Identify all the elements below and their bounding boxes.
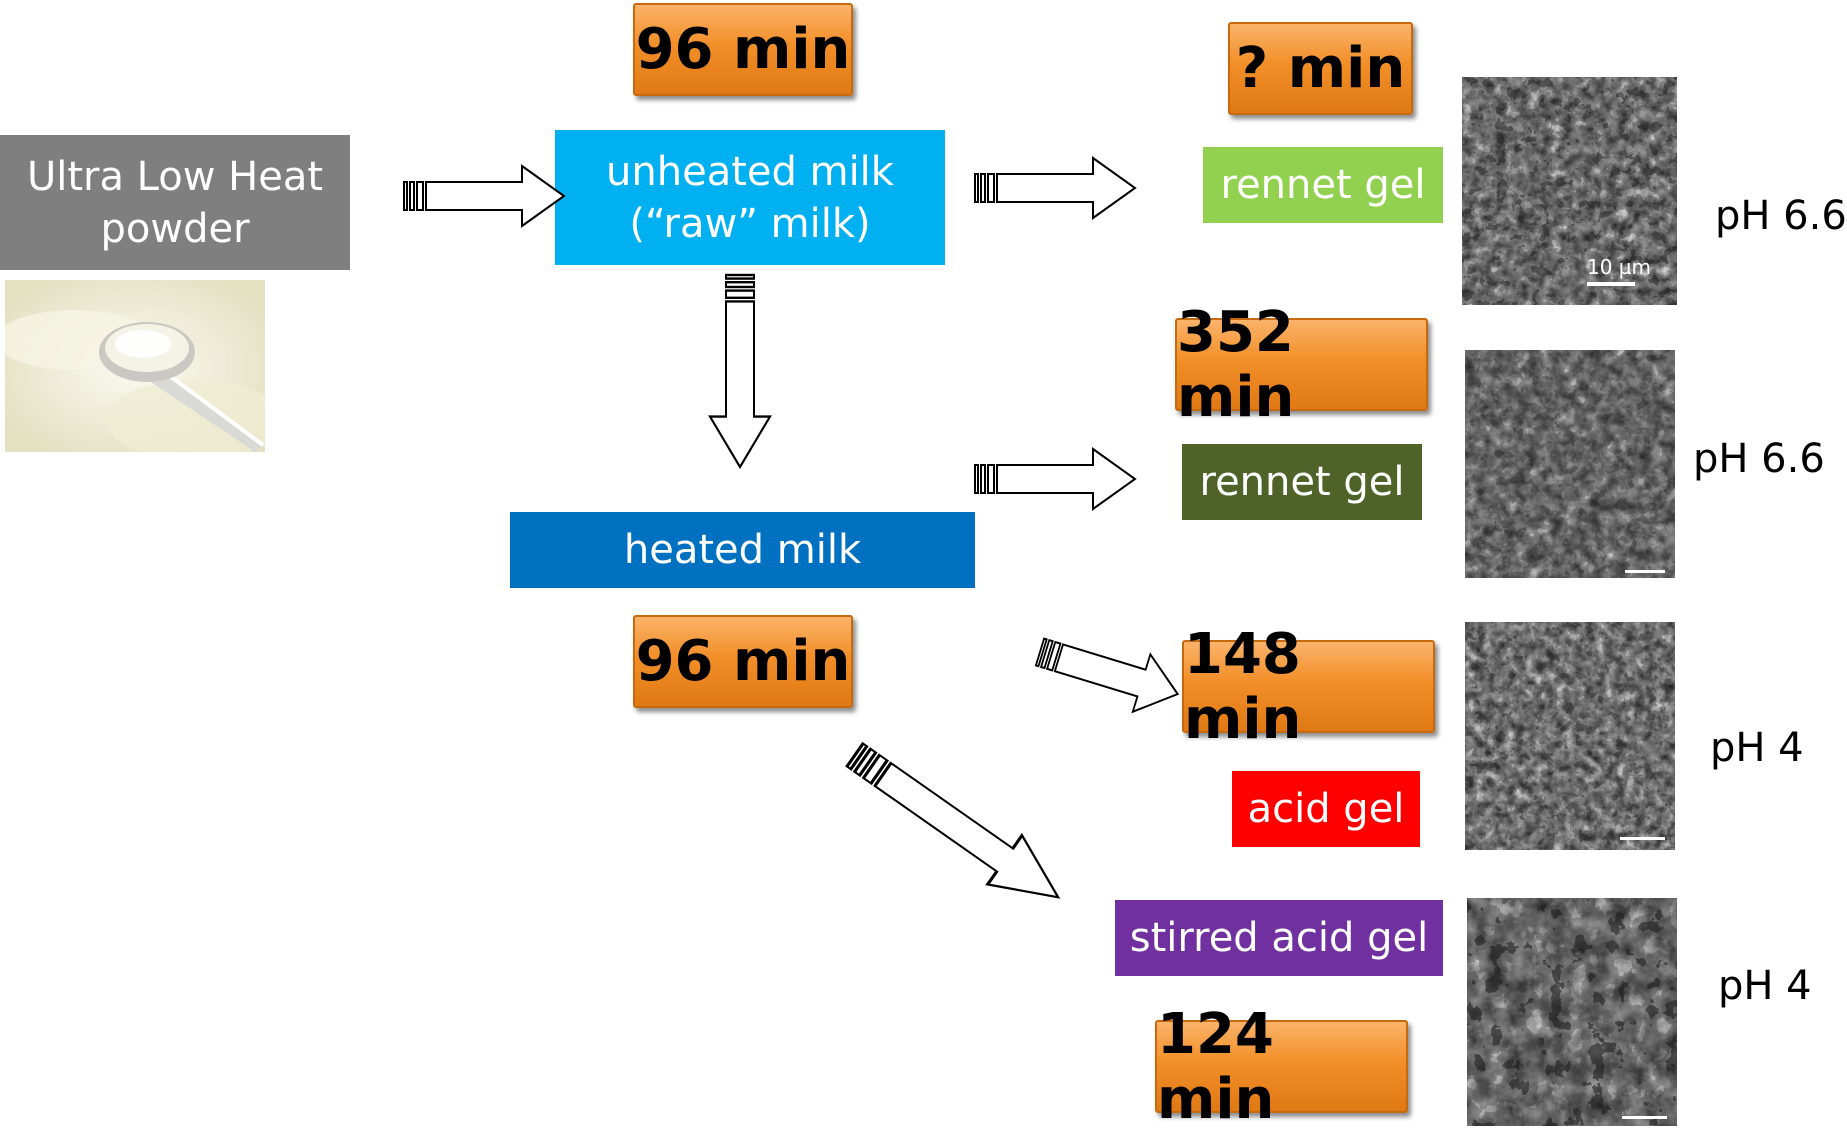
arrow-powder-to-unheated — [403, 165, 565, 227]
timer-rennet-raw: ? min — [1228, 22, 1413, 115]
timer-stirred: 124 min — [1155, 1002, 1408, 1132]
ulh-powder-label: Ultra Low Heat powder — [26, 153, 324, 252]
scale-bar — [1620, 837, 1665, 840]
micrograph-stirred — [1467, 898, 1677, 1126]
timer-unheated: 96 min — [633, 3, 853, 96]
powder-scoop-icon — [5, 280, 265, 452]
timer-heated-label: 96 min — [635, 629, 851, 694]
micrograph-texture — [1465, 350, 1675, 578]
heated-milk-box: heated milk — [510, 512, 975, 588]
micrograph-texture — [1465, 622, 1675, 850]
timer-heated: 96 min — [633, 615, 853, 708]
arrow-unheated-to-heated — [708, 273, 772, 469]
milk-powder-photo — [5, 280, 265, 452]
unheated-milk-label: unheated milk (“raw” milk) — [606, 148, 894, 247]
stirred-acid-gel-label: stirred acid gel — [1129, 915, 1429, 961]
timer-rennet-raw-label: ? min — [1235, 36, 1406, 101]
ph-label-row4: pH 4 — [1718, 963, 1812, 1009]
micrograph-texture — [1462, 77, 1677, 305]
ph-label-row1: pH 6.6 — [1715, 193, 1847, 239]
rennet-gel-raw-box: rennet gel — [1203, 147, 1443, 223]
acid-gel-box: acid gel — [1232, 771, 1420, 847]
micrograph-rennet-heated — [1465, 350, 1675, 578]
ph-label-row2: pH 6.6 — [1693, 436, 1825, 482]
timer-unheated-label: 96 min — [635, 17, 851, 82]
timer-acid: 148 min — [1182, 622, 1435, 752]
rennet-gel-raw-label: rennet gel — [1220, 162, 1426, 208]
timer-stirred-label: 124 min — [1157, 1001, 1275, 1132]
scale-bar — [1622, 1116, 1667, 1119]
rennet-gel-heated-label: rennet gel — [1199, 459, 1405, 505]
acid-gel-label: acid gel — [1247, 786, 1405, 832]
ulh-powder-box: Ultra Low Heat powder — [0, 135, 350, 270]
timer-acid-label: 148 min — [1184, 621, 1302, 752]
arrow-heated-to-stirred — [836, 729, 1077, 924]
arrow-unheated-to-rennet — [974, 157, 1136, 219]
heated-milk-label: heated milk — [623, 527, 862, 573]
arrow-heated-to-rennet — [974, 448, 1136, 510]
timer-rennet-heated: 352 min — [1175, 300, 1428, 430]
micrograph-texture — [1467, 898, 1677, 1126]
unheated-milk-box: unheated milk (“raw” milk) — [555, 130, 945, 265]
arrow-heated-to-acid — [1030, 622, 1188, 724]
micrograph-rennet-raw: 10 µm — [1462, 77, 1677, 305]
scale-bar — [1587, 282, 1635, 286]
scale-bar — [1625, 570, 1665, 573]
timer-rennet-heated-label: 352 min — [1177, 299, 1295, 430]
ph-label-row3: pH 4 — [1710, 725, 1804, 771]
stirred-acid-gel-box: stirred acid gel — [1115, 900, 1443, 976]
rennet-gel-heated-box: rennet gel — [1182, 444, 1422, 520]
micrograph-acid — [1465, 622, 1675, 850]
scale-bar-label: 10 µm — [1587, 255, 1652, 279]
